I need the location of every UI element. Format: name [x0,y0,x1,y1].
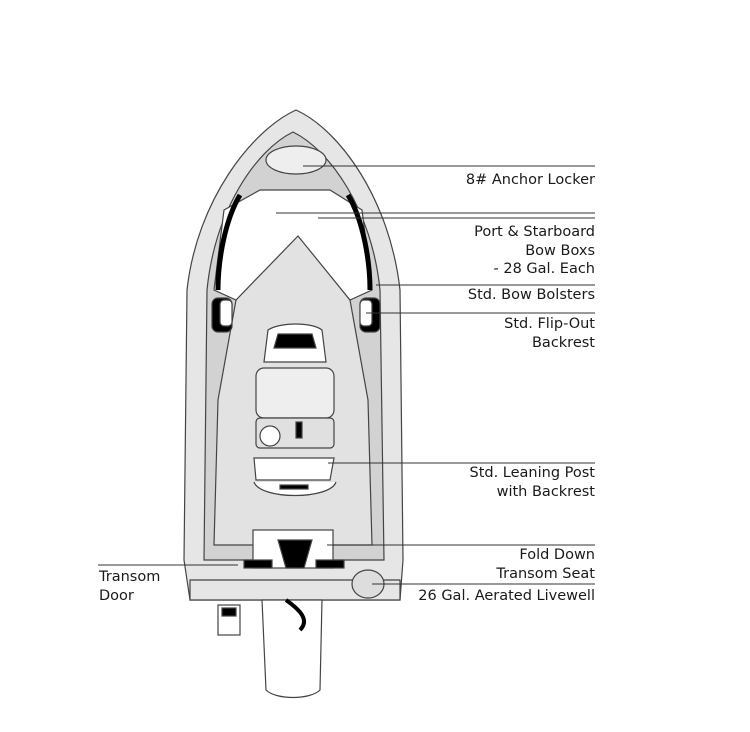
label-line: Std. Bow Bolsters [467,287,595,303]
label-transom-seat: Fold Down Transom Seat [496,546,595,583]
label-line: Door [99,587,134,604]
label-line: Std. Flip-Out [504,316,595,332]
label-transom-door: Transom Door [99,568,160,605]
label-line: Backrest [531,334,595,351]
label-leaning-post: Std. Leaning Post with Backrest [469,464,595,501]
callout-leader-lines [98,165,595,585]
label-line: - 28 Gal. Each [493,261,595,277]
label-livewell: 26 Gal. Aerated Livewell [418,587,595,606]
label-bow-boxes: Port & Starboard Bow Boxs - 28 Gal. Each [474,223,595,279]
label-line: Std. Leaning Post [469,465,595,481]
boat-hull [183,109,404,699]
label-line: Transom Seat [496,565,595,582]
label-line: Bow Boxs [525,242,595,259]
label-line: Transom [99,569,161,585]
label-line: 26 Gal. Aerated Livewell [418,588,595,604]
label-line: Port & Starboard [474,224,595,240]
label-line: 8# Anchor Locker [465,172,595,188]
label-line: with Backrest [496,483,595,500]
label-bow-bolsters: Std. Bow Bolsters [468,286,595,305]
label-line: Fold Down [519,547,595,563]
label-anchor-locker: 8# Anchor Locker [466,171,595,190]
label-flip-out-backrest: Std. Flip-Out Backrest [504,315,595,352]
